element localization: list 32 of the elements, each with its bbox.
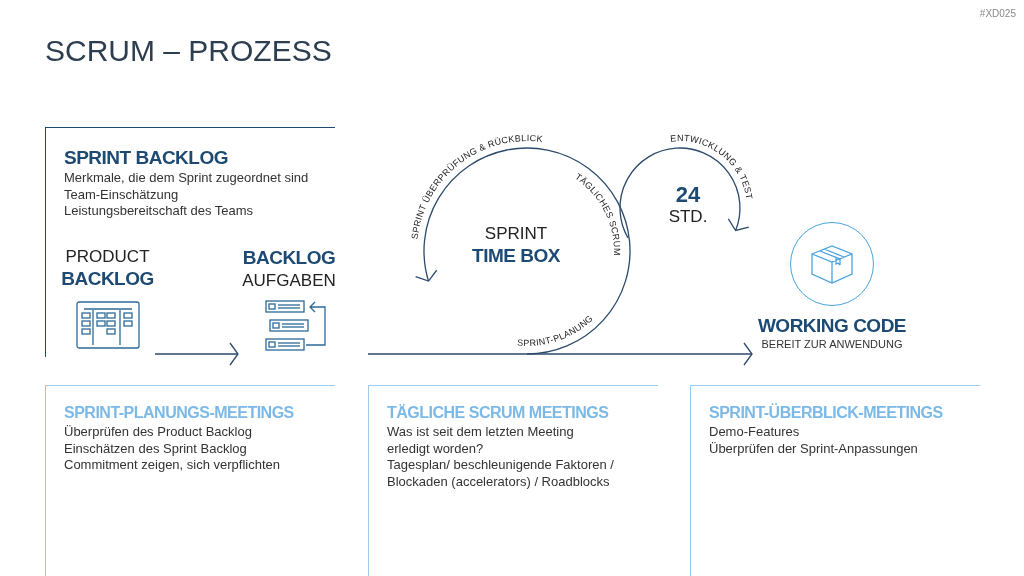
label-text: SPRINT — [484, 224, 548, 244]
body-text: Demo-Features — [709, 424, 800, 441]
heading: SPRINT-PLANUNGS-MEETINGS — [64, 403, 294, 423]
heading: BACKLOG — [242, 246, 336, 270]
body-text: Tagesplan/ beschleunigende Faktoren / Blockaden (accelerators) / Roadblocks — [387, 457, 615, 490]
heading: SPRINT-ÜBERBLICK-MEETINGS — [709, 402, 943, 423]
arrow — [367, 342, 753, 366]
heading: WORKING CODE — [757, 314, 907, 338]
panel — [45, 127, 335, 357]
body-text: Leistungsbereitschaft des Teams — [64, 203, 254, 220]
panel — [368, 385, 658, 576]
label-text: AUFGABEN — [242, 270, 336, 291]
number-text: 24 — [675, 183, 701, 207]
body-text: Was ist seit dem letzten Meeting erledigt worden? — [387, 424, 575, 457]
caption-text: BEREIT ZUR ANWENDUNG — [761, 338, 903, 351]
body-text: Überprüfen der Sprint-Anpassungen — [709, 440, 918, 457]
heading: SPRINT BACKLOG — [64, 146, 228, 170]
heading: BACKLOG — [61, 267, 154, 291]
arrow — [154, 342, 239, 366]
body-text: Commitment zeigen, sich verpflichten — [64, 457, 281, 474]
slide-code: #XD025 — [979, 7, 1016, 21]
body-text: Merkmale, die dem Sprint zugeordnet sind — [64, 170, 309, 187]
body-text: Einschätzen des Sprint Backlog — [64, 440, 247, 457]
label-text: PRODUCT — [65, 246, 150, 267]
body-text: Überprüfen des Product Backlog — [64, 424, 252, 441]
heading: TIME BOX — [472, 244, 560, 268]
panel — [690, 385, 980, 576]
body-text: Team-Einschätzung — [64, 186, 179, 203]
label-text: STD. — [668, 207, 708, 227]
title: SCRUM – PROZESS — [45, 33, 332, 69]
heading: TÄGLICHE SCRUM MEETINGS — [387, 403, 609, 423]
panel — [45, 385, 335, 576]
